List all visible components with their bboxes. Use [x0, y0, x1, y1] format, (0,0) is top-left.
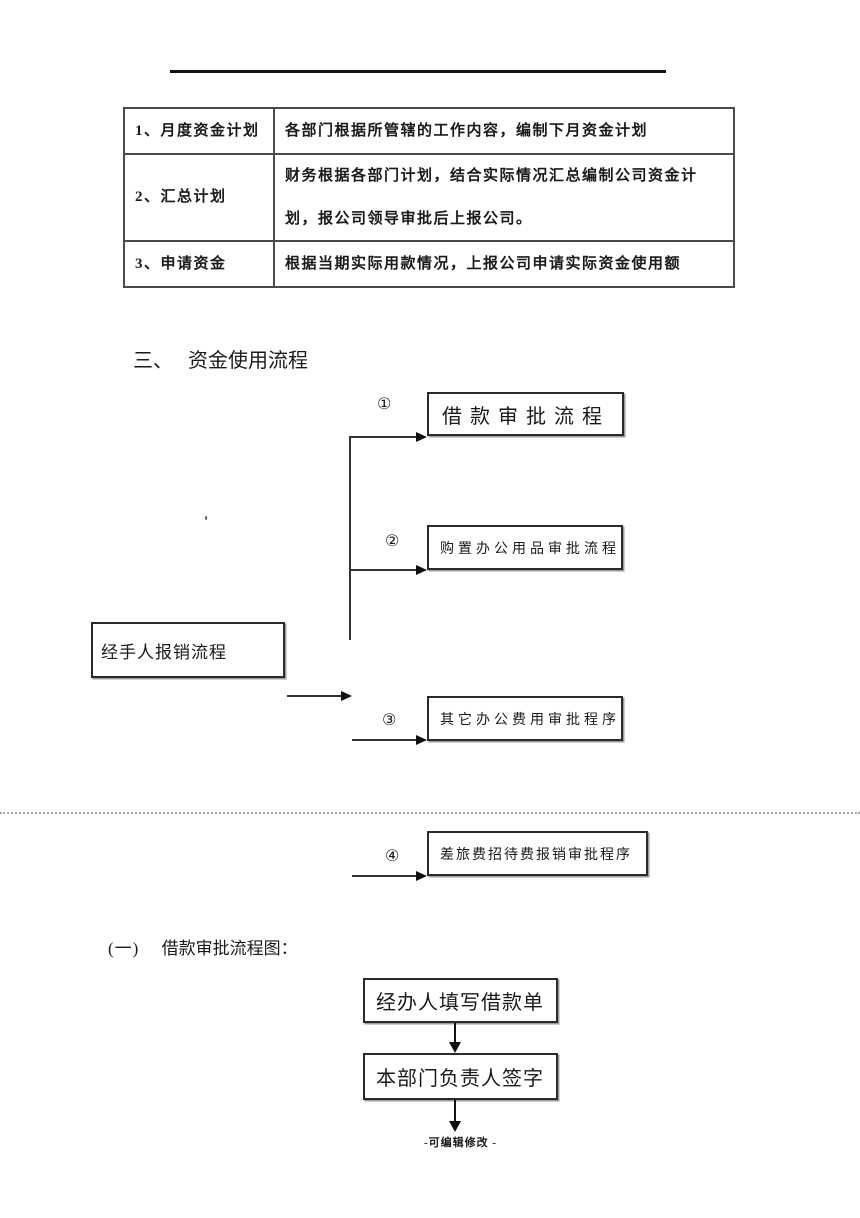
stray-quote-mark: ' [204, 514, 209, 530]
branch-label: 差旅费招待费报销审批程序 [440, 847, 632, 863]
branch-box-other-office-expense: 其它办公费用审批程序 [427, 696, 623, 741]
footer-note: -可编辑修改 - [423, 1137, 498, 1149]
cell-step-label: 2、汇总计划 [125, 155, 275, 240]
cell-step-label: 3、申请资金 [125, 242, 275, 286]
loan-step-label: 经办人填写借款单 [376, 992, 544, 1014]
branch-label: 其它办公费用审批程序 [440, 712, 620, 728]
branch-index-2: ② [385, 531, 400, 550]
arrow-to-branch-1 [350, 432, 427, 442]
step-label-text: 1、月度资金计划 [135, 122, 260, 139]
down-arrow-2 [449, 1100, 461, 1132]
loan-step-box-fill-form: 经办人填写借款单 [363, 978, 558, 1023]
cell-step-desc: 财务根据各部门计划，结合实际情况汇总编制公司资金计划，报公司领导审批后上报公司。 [275, 155, 733, 240]
arrow-to-branch-2 [350, 565, 427, 575]
branch-box-travel-entertainment: 差旅费招待费报销审批程序 [427, 831, 648, 876]
step-desc-text: 根据当期实际用款情况，上报公司申请实际资金使用额 [285, 255, 682, 272]
arrow-to-branch-3 [352, 735, 427, 745]
down-arrow-1 [449, 1023, 461, 1053]
arrow-to-branch-4 [352, 871, 427, 881]
header-rule [170, 70, 666, 73]
fund-plan-table: 1、月度资金计划 各部门根据所管辖的工作内容，编制下月资金计划 2、汇总计划 财… [123, 107, 735, 288]
step-desc-text: 各部门根据所管辖的工作内容，编制下月资金计划 [285, 122, 649, 139]
branch-label: 借款审批流程 [442, 405, 610, 428]
subsection-number: (一) [108, 939, 140, 958]
branch-index-3: ③ [382, 710, 397, 729]
loan-step-label: 本部门负责人签字 [376, 1068, 544, 1090]
branch-index-1: ① [377, 394, 392, 413]
branch-box-office-supplies: 购置办公用品审批流程 [427, 525, 623, 570]
source-box-label: 经手人报销流程 [101, 642, 227, 662]
section-heading: 三、 资金使用流程 [133, 344, 308, 373]
table-row: 3、申请资金 根据当期实际用款情况，上报公司申请实际资金使用额 [125, 242, 733, 286]
branch-index-4: ④ [385, 846, 400, 865]
step-label-text: 3、申请资金 [135, 255, 227, 272]
table-row: 1、月度资金计划 各部门根据所管辖的工作内容，编制下月资金计划 [125, 109, 733, 155]
section-number: 三、 [133, 350, 173, 372]
branch-label: 购置办公用品审批流程 [440, 541, 620, 557]
subsection-title: 借款审批流程图： [161, 939, 298, 958]
page-break-dotted-line [0, 812, 860, 814]
section-title: 资金使用流程 [188, 350, 308, 372]
flow-vertical-connector [349, 436, 351, 640]
loan-step-box-dept-head-sign: 本部门负责人签字 [363, 1053, 558, 1100]
cell-step-desc: 根据当期实际用款情况，上报公司申请实际资金使用额 [275, 242, 733, 286]
source-box-handler-reimbursement: 经手人报销流程 [91, 622, 285, 678]
subsection-heading: (一) 借款审批流程图： [108, 934, 298, 959]
cell-step-desc: 各部门根据所管辖的工作内容，编制下月资金计划 [275, 109, 733, 153]
step-label-text: 2、汇总计划 [135, 189, 227, 205]
table-row: 2、汇总计划 财务根据各部门计划，结合实际情况汇总编制公司资金计划，报公司领导审… [125, 155, 733, 242]
step-desc-text: 财务根据各部门计划，结合实际情况汇总编制公司资金计划，报公司领导审批后上报公司。 [285, 167, 698, 227]
branch-box-loan-approval: 借款审批流程 [427, 392, 624, 436]
cell-step-label: 1、月度资金计划 [125, 109, 275, 153]
arrow-from-source-box [287, 691, 352, 701]
